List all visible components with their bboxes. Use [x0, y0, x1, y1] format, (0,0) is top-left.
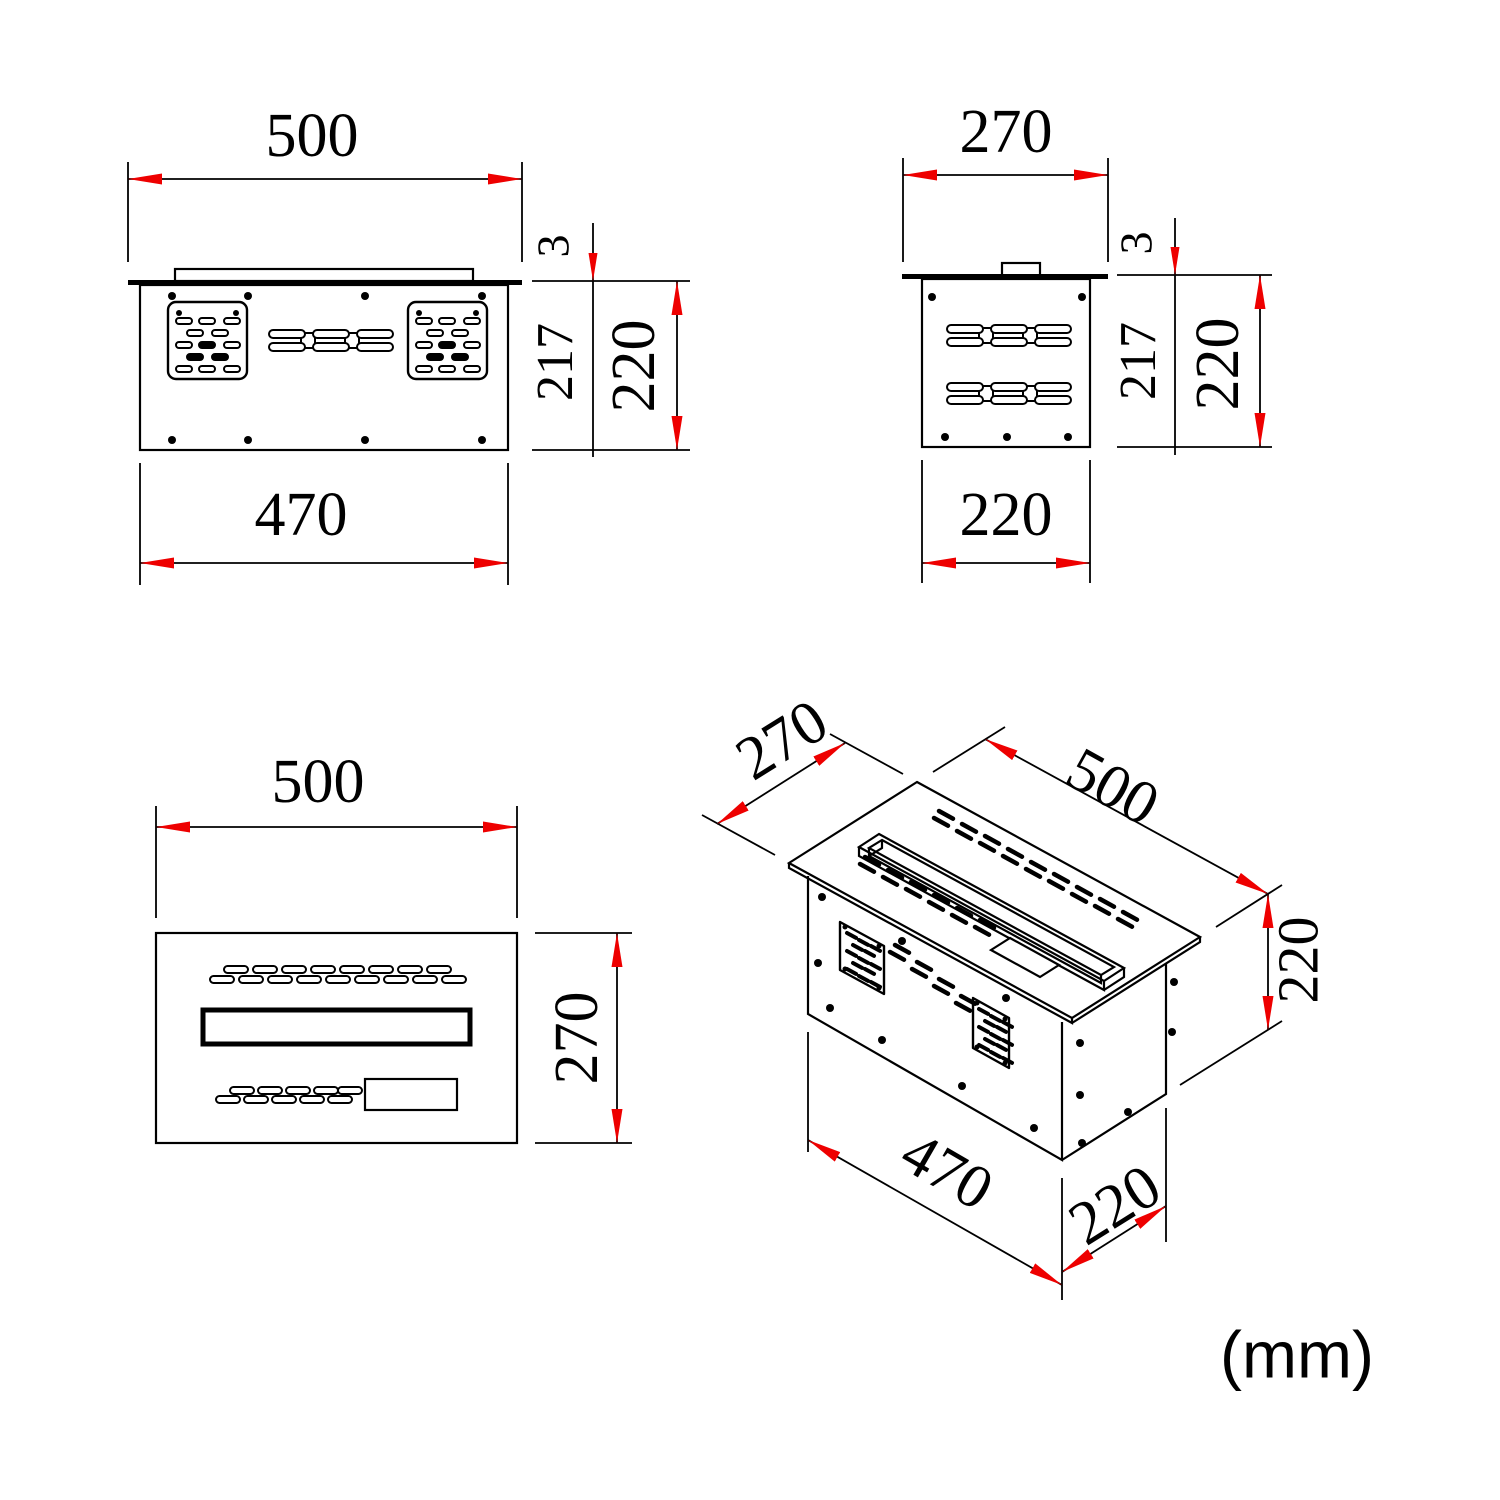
body-edges	[806, 876, 1168, 1162]
dim-value: 500	[272, 748, 365, 816]
units-label: (mm)	[1220, 1317, 1374, 1391]
front-screw-holes	[814, 893, 1038, 1132]
dim-heights: 3 217 220	[1110, 218, 1272, 455]
dimension-line	[984, 738, 1269, 895]
extension-line	[1179, 1020, 1283, 1086]
vent-grille	[406, 300, 489, 381]
dim-value: 220	[1057, 1152, 1172, 1259]
dim-value: 220	[1184, 318, 1252, 411]
dim-value: 270	[724, 687, 839, 794]
side-screw-holes	[1076, 978, 1178, 1147]
extension-line	[932, 726, 1006, 773]
dim-value: 500	[1056, 735, 1170, 840]
extension-line	[829, 733, 904, 775]
arrowhead	[1170, 247, 1180, 275]
dimension-line	[716, 742, 846, 825]
dim-value: 220	[1265, 917, 1330, 1004]
dimension-line	[1061, 1205, 1167, 1273]
zipper-slots-lower	[215, 1086, 363, 1104]
top-view: 500 270	[154, 748, 632, 1145]
dim-value: 500	[266, 102, 359, 170]
dim-width: 500	[155, 748, 518, 918]
front-view: 500 470 3 217 220	[127, 102, 690, 585]
dim-value: 270	[543, 992, 611, 1085]
flange-thickness-edge	[787, 863, 1202, 1025]
dim-flange-depth: 270	[902, 98, 1109, 262]
dim-value: 470	[890, 1118, 1005, 1223]
dim-flange-width: 500	[127, 102, 523, 262]
control-panel-cutout	[363, 1077, 459, 1112]
dim-iso-height-220: 220	[1179, 894, 1330, 1086]
flange-plate	[128, 280, 522, 285]
isometric-view: 270 500 220 470 220	[701, 687, 1330, 1300]
dim-value: 217	[1110, 322, 1167, 400]
dim-heights: 3 217 220	[527, 223, 690, 457]
dim-value: 3	[1111, 232, 1162, 255]
dim-depth: 270	[535, 932, 632, 1144]
dimension-line	[807, 1139, 1063, 1286]
front-grille-left	[838, 920, 886, 996]
dim-body-depth: 220	[921, 460, 1091, 583]
burner-tray-top	[173, 267, 475, 283]
top-panel-cutout	[988, 936, 1062, 979]
extension-line	[1215, 884, 1283, 928]
flange-plate	[902, 274, 1108, 279]
dim-value: 270	[960, 98, 1053, 166]
dim-value: 3	[528, 235, 579, 258]
dim-value: 220	[960, 481, 1053, 549]
arrowhead	[588, 253, 598, 281]
extension-line	[701, 814, 776, 856]
side-view: 270 220 3 217 220	[902, 98, 1272, 583]
screw-holes	[168, 292, 486, 444]
dim-value: 220	[600, 320, 668, 413]
body-outline	[920, 277, 1092, 449]
screw-holes	[928, 293, 1086, 441]
burner-opening	[200, 1007, 473, 1047]
dim-body-width: 470	[139, 463, 509, 585]
dim-value: 470	[255, 481, 348, 549]
dim-value: 217	[527, 323, 584, 401]
vent-grille	[166, 300, 249, 381]
